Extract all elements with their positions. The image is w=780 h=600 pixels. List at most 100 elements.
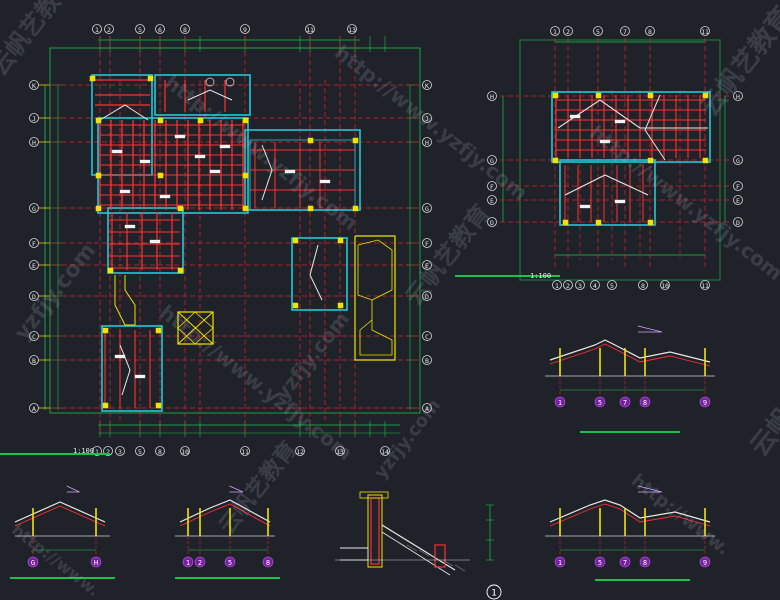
section-mark bbox=[205, 77, 215, 87]
column bbox=[157, 172, 164, 179]
right-axis-bubble bbox=[733, 91, 743, 101]
top-axis-bubble bbox=[180, 24, 190, 34]
section-axis-label: 1 bbox=[186, 559, 190, 567]
section-axis-marker bbox=[262, 556, 274, 568]
axis-label: 5 bbox=[138, 448, 142, 456]
section-axis-label: 5 bbox=[228, 559, 232, 567]
wall-block bbox=[291, 237, 348, 311]
section-roof-under bbox=[549, 343, 711, 367]
top-axis-bubble bbox=[104, 24, 114, 34]
axis-label: 5 bbox=[596, 28, 600, 36]
column bbox=[242, 117, 249, 124]
roof-wall bbox=[559, 159, 656, 226]
section-axis-marker bbox=[90, 556, 102, 568]
axis-label: G bbox=[32, 205, 36, 213]
bottom-axis-bubble bbox=[590, 280, 600, 290]
column bbox=[552, 92, 559, 99]
axis-label: H bbox=[490, 93, 494, 101]
porch-roof bbox=[357, 239, 393, 356]
axis-label: D bbox=[425, 293, 429, 301]
column bbox=[197, 117, 204, 124]
top-axis-bubble bbox=[347, 24, 357, 34]
detail-wall-core bbox=[370, 497, 380, 565]
axis-label: F bbox=[425, 240, 429, 248]
porch-outline bbox=[354, 235, 396, 361]
column bbox=[647, 219, 654, 226]
axis-label: A bbox=[425, 405, 429, 413]
axis-label: 11 bbox=[241, 448, 249, 456]
roof-wall bbox=[551, 91, 711, 163]
axis-label: G bbox=[425, 205, 429, 213]
section-roof-under bbox=[179, 503, 271, 527]
beam-tag bbox=[119, 189, 131, 194]
section-axis-marker bbox=[699, 556, 711, 568]
axis-label: 3 bbox=[118, 448, 122, 456]
section-axis-marker bbox=[182, 556, 194, 568]
axis-label: 8 bbox=[648, 28, 652, 36]
axis-label: 10 bbox=[661, 282, 669, 290]
section-axis-marker bbox=[194, 556, 206, 568]
column bbox=[595, 92, 602, 99]
section-axis-marker bbox=[594, 396, 606, 408]
bottom-axis-bubble bbox=[607, 280, 617, 290]
axis-label: G bbox=[490, 157, 494, 165]
column bbox=[352, 205, 359, 212]
axis-label: E bbox=[490, 197, 494, 205]
section-axis-label: 8 bbox=[266, 559, 270, 567]
axis-label: 8 bbox=[641, 282, 645, 290]
section-roof bbox=[14, 501, 106, 523]
column bbox=[157, 117, 164, 124]
column bbox=[102, 327, 109, 334]
wall-inner bbox=[249, 139, 356, 211]
column bbox=[242, 172, 249, 179]
axis-label: 5 bbox=[138, 26, 142, 34]
detail-wall bbox=[367, 494, 383, 568]
right-axis-bubble bbox=[422, 403, 432, 413]
column bbox=[177, 205, 184, 212]
axis-label: 3 bbox=[578, 282, 582, 290]
bottom-axis-bubble bbox=[638, 280, 648, 290]
axis-label: 6 bbox=[158, 26, 162, 34]
detail-marker-label: 1 bbox=[491, 589, 496, 599]
right-axis-bubble bbox=[733, 181, 743, 191]
bottom-axis-bubble bbox=[563, 280, 573, 290]
bottom-axis-bubble bbox=[135, 446, 145, 456]
left-axis-bubble bbox=[29, 331, 39, 341]
section-axis-label: 9 bbox=[703, 559, 707, 567]
axis-label: 12 bbox=[296, 448, 304, 456]
detail-hatch bbox=[454, 564, 466, 572]
top-axis-bubble bbox=[620, 26, 630, 36]
axis-label: 11 bbox=[701, 28, 709, 36]
column bbox=[552, 157, 559, 164]
axis-label: E bbox=[32, 262, 36, 270]
axis-label: 11 bbox=[701, 282, 709, 290]
right-axis-bubble bbox=[422, 80, 432, 90]
axis-label: E bbox=[425, 262, 429, 270]
left-axis-bubble bbox=[29, 403, 39, 413]
beam-tag bbox=[284, 169, 296, 174]
axis-label: 13 bbox=[348, 26, 356, 34]
roof-ridge bbox=[309, 244, 323, 301]
roof-ridge bbox=[119, 344, 131, 396]
axis-label: D bbox=[736, 219, 740, 227]
axis-label: C bbox=[425, 333, 429, 341]
beam-tag bbox=[114, 354, 126, 359]
section-roof-under bbox=[549, 503, 711, 527]
column bbox=[155, 402, 162, 409]
stair-diamond bbox=[177, 311, 214, 345]
column bbox=[147, 75, 154, 82]
column bbox=[95, 205, 102, 212]
axis-label: 2 bbox=[106, 448, 110, 456]
left-axis-bubble bbox=[29, 291, 39, 301]
column bbox=[562, 219, 569, 226]
section-axis-label: G bbox=[31, 559, 35, 567]
bottom-axis-bubble bbox=[660, 280, 670, 290]
beam-tag bbox=[124, 224, 136, 229]
axis-label: 13 bbox=[336, 448, 344, 456]
section-axis-marker bbox=[699, 396, 711, 408]
detail-hatch bbox=[394, 539, 406, 547]
slope-mark bbox=[66, 485, 80, 493]
left-axis-bubble bbox=[487, 155, 497, 165]
